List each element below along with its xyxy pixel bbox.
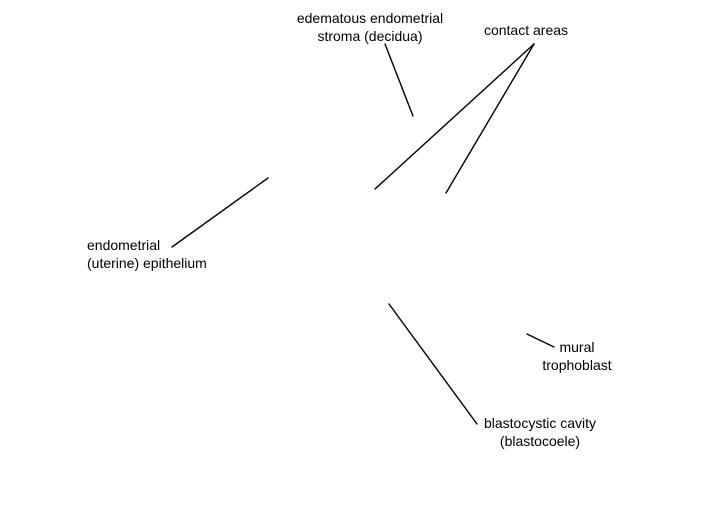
decidua-label: edematous endometrial stroma (decidua) (282, 9, 458, 45)
blastocoele-label: blastocystic cavity (blastocoele) (470, 414, 610, 450)
contact-area-leader-line-left (374, 43, 535, 190)
blastocoele-leader-line (388, 303, 478, 425)
mural-trophoblast-label-line-1: mural (559, 339, 595, 355)
uterine-epithelium-label-line-1: endometrial (87, 237, 161, 253)
mural-trophoblast-label-line-2: trophoblast (542, 357, 612, 373)
decidua-label-line-1: edematous endometrial (296, 10, 444, 26)
uterine-epithelium-leader-line (171, 177, 269, 248)
uterine-epithelium-label-line-2: (uterine) epithelium (87, 255, 207, 271)
decidua-leader-line (384, 43, 414, 117)
decidua-label-line-2: stroma (decidua) (317, 28, 423, 44)
mural-trophoblast-label: mural trophoblast (527, 338, 627, 374)
mural-trophoblast-leader-line (526, 333, 555, 348)
blastocoele-label-line-1: blastocystic cavity (483, 415, 597, 431)
blastocoele-label-line-2: (blastocoele) (499, 433, 581, 449)
contact-areas-label: contact areas (474, 21, 578, 39)
uterine-epithelium-label: endometrial (uterine) epithelium (87, 236, 207, 272)
contact-area-leader-line-right (445, 43, 535, 194)
contact-areas-label-text: contact areas (483, 22, 569, 38)
